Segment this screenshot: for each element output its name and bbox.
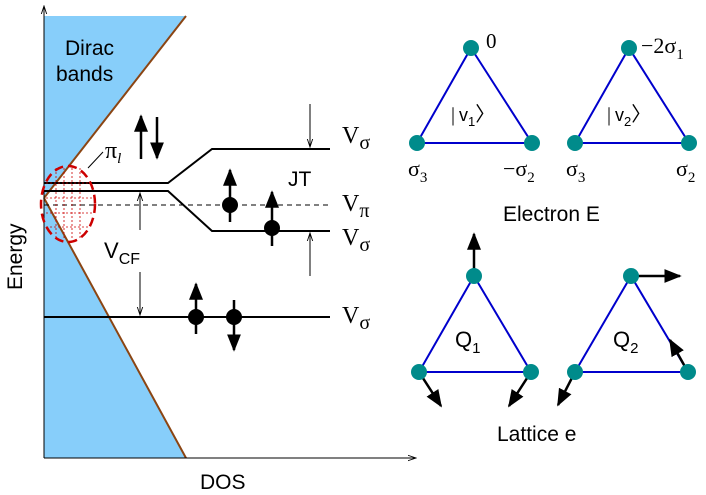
crystal-field-splitting: VCF: [104, 193, 140, 315]
label-vsigma-bottom: Vσ: [342, 303, 370, 334]
q2-label: Q2: [613, 327, 638, 357]
teal-dot-icon: [523, 364, 539, 380]
pi-l-label: πl: [87, 114, 164, 169]
label-vsigma-top: Vσ: [342, 123, 370, 154]
teal-dot-icon: [409, 135, 425, 151]
label-vpi: Vπ: [342, 191, 369, 222]
dirac-lower-edge: [43, 197, 187, 459]
teal-dot-icon: [466, 268, 482, 284]
pi-symbol: πl: [105, 138, 121, 167]
teal-dot-icon: [567, 135, 583, 151]
teal-dot-icon: [463, 40, 479, 56]
dirac-bands: Dirac bands: [43, 15, 187, 459]
jt-label: JT: [288, 168, 312, 191]
tri2-right-label: σ2: [676, 156, 695, 186]
dirac-label-line1: Dirac: [65, 37, 114, 60]
teal-dot-icon: [681, 135, 697, 151]
dirac-upper-edge: [43, 15, 187, 199]
teal-dot-icon: [680, 364, 696, 380]
teal-dot-icon: [621, 40, 637, 56]
vcf-label: VCF: [104, 238, 140, 268]
q1-label: Q1: [455, 327, 480, 357]
level-labels: Vσ Vπ Vσ Vσ: [342, 123, 370, 334]
electron-triangle-1: [415, 46, 534, 144]
dirac-label-line2: bands: [56, 63, 113, 86]
x-axis-label: DOS: [200, 471, 246, 494]
lattice-triangle-q1: [417, 274, 533, 373]
teal-dot-icon: [411, 364, 427, 380]
level-lower-branch: [44, 190, 330, 232]
tri1-right-label: −σ2: [503, 156, 535, 186]
electron-panel: 0 σ3 −σ2 |v1〉 −2σ1 σ3 σ2 |v2〉 Electron E: [408, 29, 697, 226]
pi-state-highlight: [39, 164, 97, 244]
teal-dot-icon: [524, 135, 540, 151]
tri1-left-label: σ3: [408, 156, 427, 186]
y-axis-label: Energy: [4, 223, 27, 290]
level-upper-branch: [44, 148, 330, 184]
axes: Energy DOS: [4, 6, 416, 494]
lattice-panel-caption: Lattice e: [497, 423, 576, 446]
electron-triangle-2: [573, 46, 691, 144]
label-vsigma-lower: Vσ: [342, 225, 370, 256]
tri1-top-label: 0: [486, 29, 497, 53]
electron-panel-caption: Electron E: [503, 203, 600, 226]
tri1-ket: |v1〉: [451, 104, 495, 129]
tri2-top-label: −2σ1: [641, 33, 684, 63]
lattice-panel: Q1 Q2 Lattice e: [411, 232, 696, 446]
teal-dot-icon: [623, 268, 639, 284]
jt-indicators: JT: [288, 104, 312, 276]
teal-dot-icon: [567, 364, 583, 380]
lattice-triangle-q2: [573, 274, 690, 373]
electrons: [188, 168, 280, 352]
tri2-left-label: σ3: [566, 156, 585, 186]
highlight-ellipse: [39, 164, 97, 244]
tri2-ket: |v2〉: [607, 104, 651, 129]
dirac-fill: [44, 16, 186, 458]
